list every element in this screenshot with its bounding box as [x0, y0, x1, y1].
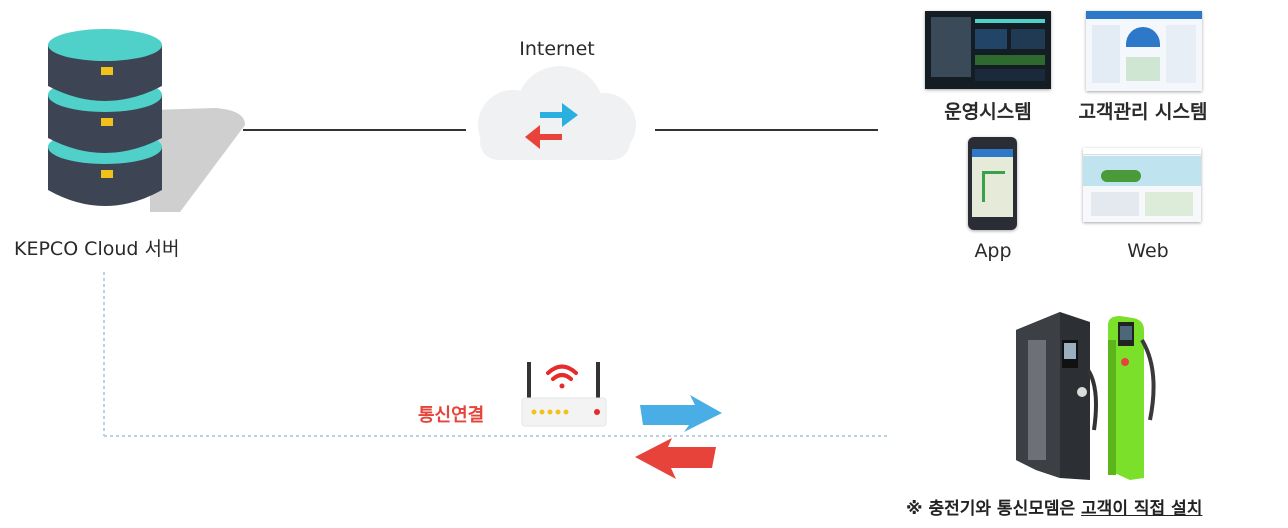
ev-charger-green-icon [1108, 316, 1156, 480]
website-thumbnail [1083, 148, 1201, 222]
wifi-icon [546, 364, 578, 389]
server-icon [48, 29, 245, 212]
app-label: App [974, 240, 1012, 262]
server-label: KEPCO Cloud 서버 [14, 238, 180, 260]
internet-label: Internet [519, 38, 595, 60]
installation-note-emphasis: 고객이 직접 설치 [1081, 499, 1203, 519]
router-icon [521, 362, 607, 427]
web-label: Web [1127, 240, 1169, 262]
installation-note: ※ 충전기와 통신모뎀은 고객이 직접 설치 [906, 494, 1202, 519]
customer-management-system-label: 고객관리 시스템 [1078, 101, 1208, 123]
cloud-icon [478, 66, 636, 160]
customer-management-system-thumbnail [1086, 11, 1202, 91]
ev-charger-black-icon [1016, 312, 1098, 480]
operation-system-label: 운영시스템 [944, 101, 1032, 123]
mobile-app-thumbnail [968, 137, 1017, 230]
operation-system-thumbnail [925, 11, 1051, 89]
upload-arrow-icon [640, 395, 722, 432]
download-arrow-icon [635, 438, 716, 479]
installation-note-prefix: ※ 충전기와 통신모뎀은 [906, 499, 1082, 519]
connection-label: 통신연결 [418, 405, 485, 426]
